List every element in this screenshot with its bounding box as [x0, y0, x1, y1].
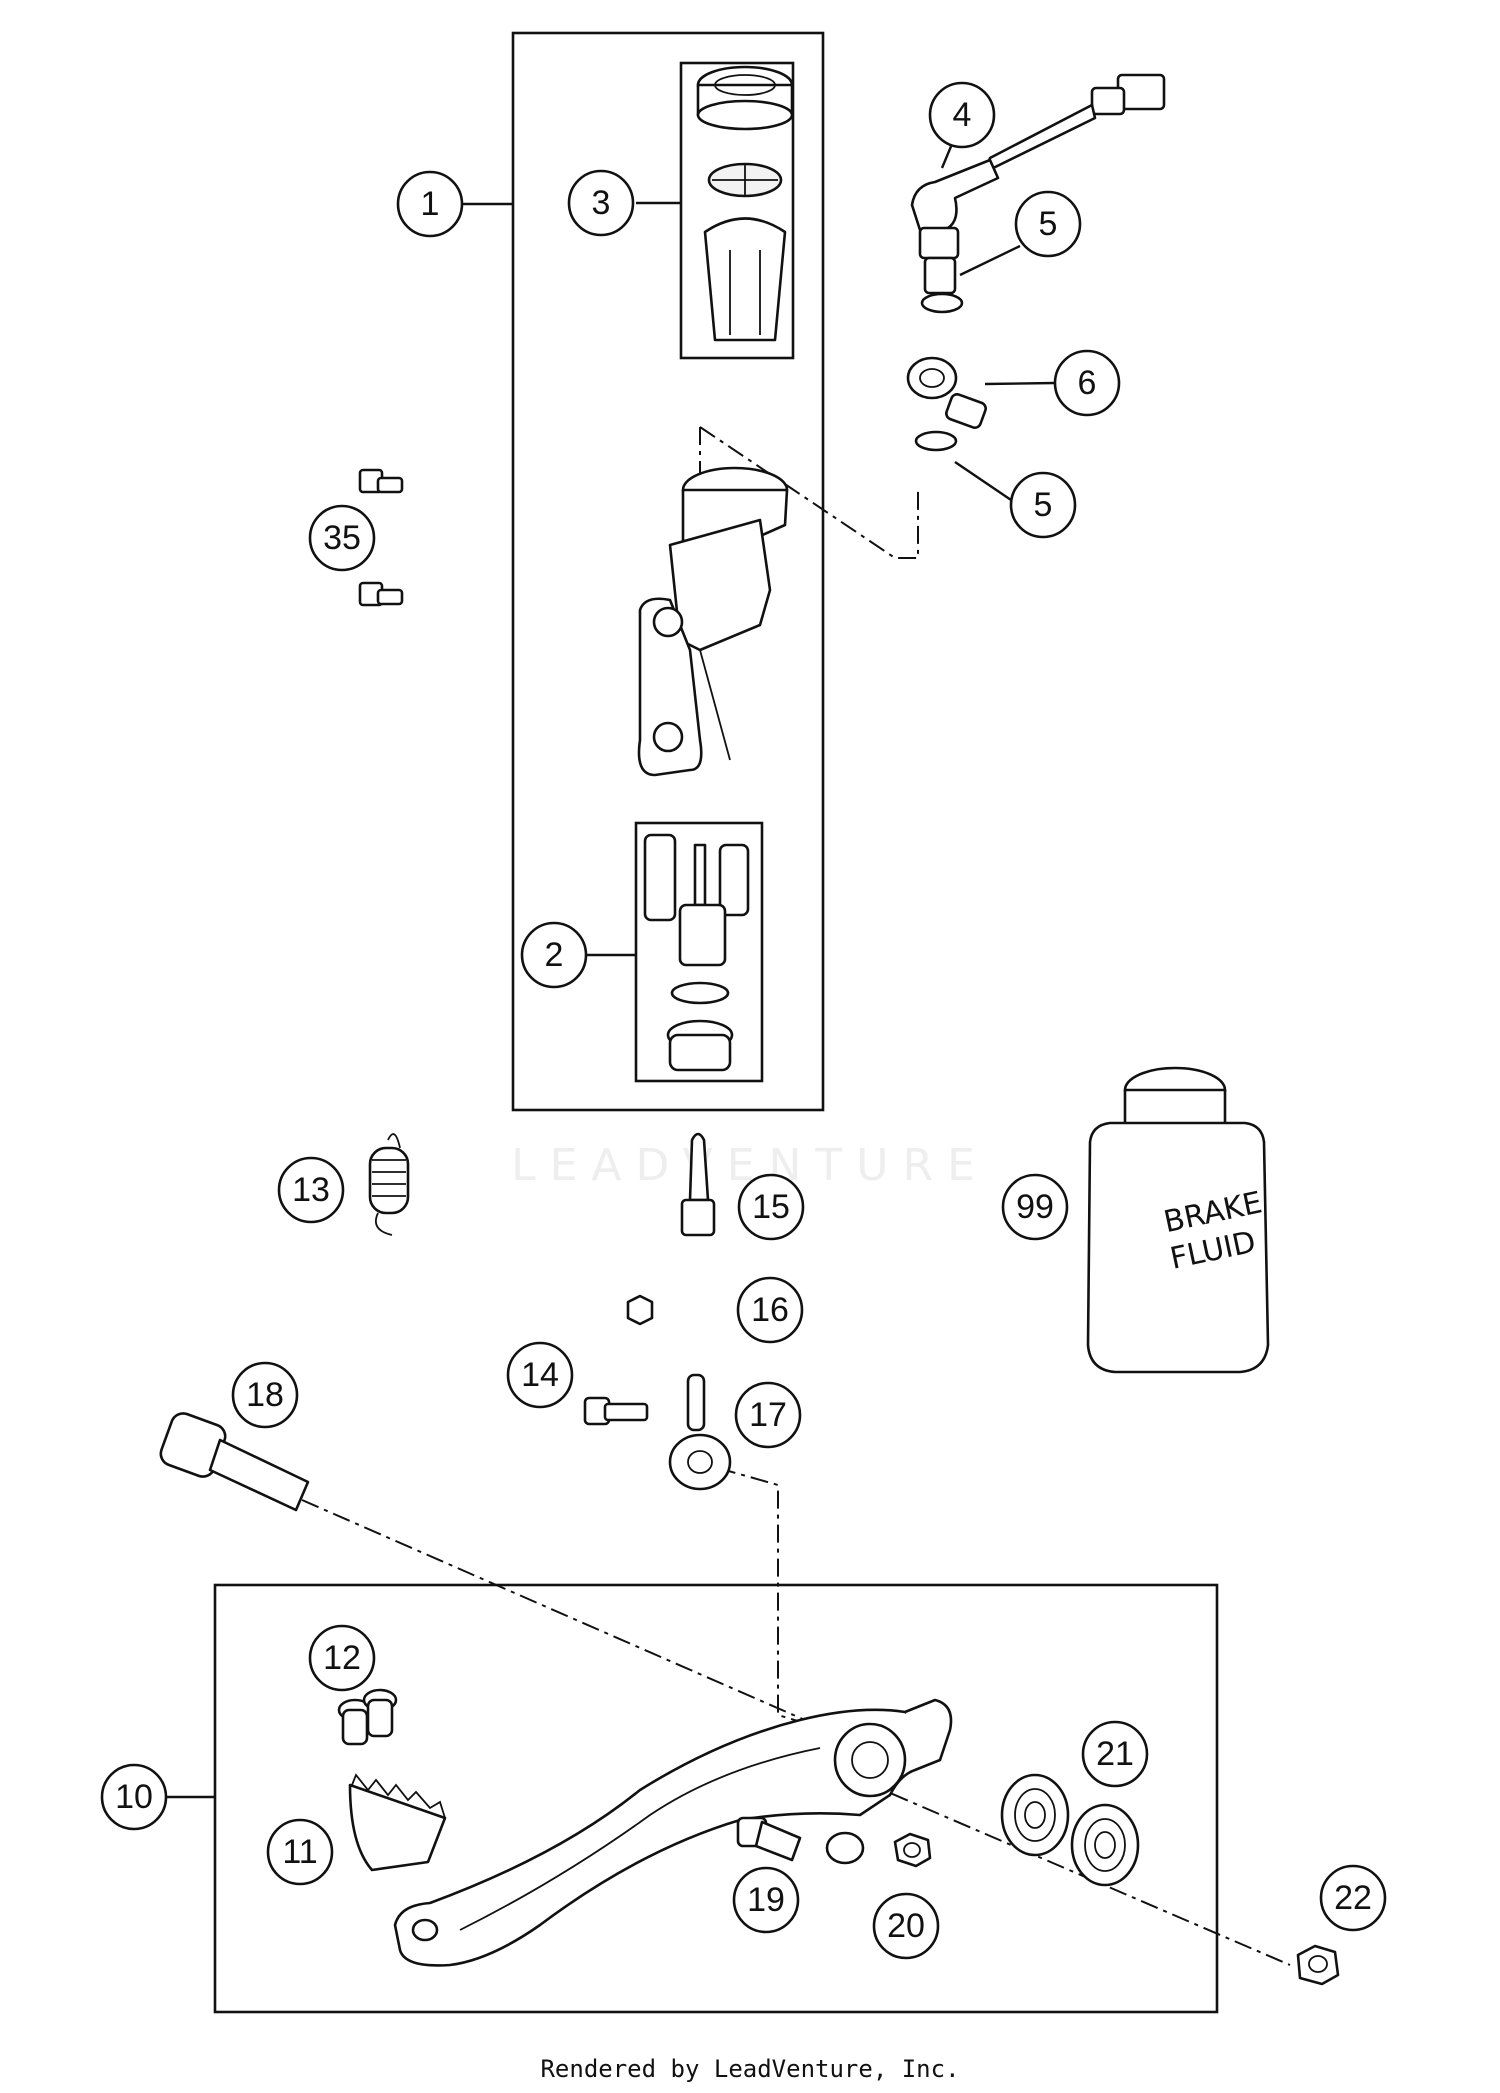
callout-c14: 14 — [506, 1341, 574, 1409]
callout-c17: 17 — [734, 1381, 802, 1449]
sealing-washer-lower-part — [914, 430, 958, 452]
footer-credit: Rendered by LeadVenture, Inc. — [540, 2055, 960, 2083]
svg-text:20: 20 — [887, 1907, 925, 1945]
svg-text:2: 2 — [545, 936, 564, 974]
callout-c13: 13 — [277, 1156, 345, 1224]
rivet-pair-part — [337, 1688, 398, 1746]
subassembly-frame-piston-kit — [634, 821, 764, 1083]
callout-c2: 2 — [520, 921, 588, 989]
callout-c35: 35 — [308, 504, 376, 572]
callout-c4: 4 — [928, 81, 996, 149]
bolt-pair-part — [358, 468, 404, 607]
svg-text:15: 15 — [752, 1188, 790, 1226]
svg-text:99: 99 — [1016, 1188, 1054, 1226]
svg-text:5: 5 — [1034, 486, 1053, 524]
reservoir-cap-kit-part — [696, 65, 794, 342]
callout-c16: 16 — [736, 1276, 804, 1344]
assembly-frame-master-cylinder — [511, 31, 825, 1112]
svg-text:19: 19 — [747, 1881, 785, 1919]
svg-text:14: 14 — [521, 1356, 559, 1394]
return-spring-part — [368, 1133, 410, 1236]
callout-c6: 6 — [1053, 349, 1121, 417]
subassembly-frame-reservoir — [679, 61, 795, 360]
banjo-fitting-part — [906, 356, 987, 429]
callout-c18: 18 — [231, 1361, 299, 1429]
callout-c3: 3 — [567, 169, 635, 237]
flange-nut-part — [1296, 1944, 1340, 1986]
svg-text:13: 13 — [292, 1171, 330, 1209]
push-rod-part — [680, 1132, 716, 1237]
bushing-nut-part — [893, 1832, 932, 1868]
svg-text:17: 17 — [749, 1396, 787, 1434]
callout-c19: 19 — [732, 1866, 800, 1934]
callout-c15: 15 — [737, 1173, 805, 1241]
brake-pedal-lever-part — [393, 1698, 953, 1967]
leader-lines — [164, 119, 1056, 1799]
svg-text:3: 3 — [592, 184, 611, 222]
callout-c12: 12 — [308, 1624, 376, 1692]
callout-c10: 10 — [100, 1763, 168, 1831]
pedal-step-part — [348, 1773, 447, 1872]
callout-c5b: 5 — [1009, 471, 1077, 539]
stop-bolt-part — [736, 1816, 802, 1862]
pivot-bolt-part — [159, 1412, 310, 1512]
bearing-pair-part — [1000, 1773, 1140, 1887]
callout-c20: 20 — [872, 1892, 940, 1960]
svg-text:11: 11 — [282, 1833, 317, 1871]
brake-fluid-can-part: BRAKE FLUID — [1086, 1066, 1270, 1374]
assembly-frame-brake-pedal — [213, 1583, 1219, 2014]
callout-c11: 11 — [266, 1818, 334, 1886]
sealing-washer-upper-part — [920, 292, 964, 314]
svg-text:18: 18 — [246, 1376, 284, 1414]
svg-text:21: 21 — [1096, 1735, 1134, 1773]
fork-head-part — [668, 1373, 732, 1491]
master-cylinder-body-part — [637, 466, 789, 777]
piston-kit-part — [643, 833, 750, 1072]
svg-text:35: 35 — [323, 519, 361, 557]
svg-text:10: 10 — [115, 1778, 153, 1816]
callout-c1: 1 — [396, 170, 464, 238]
svg-text:16: 16 — [751, 1291, 789, 1329]
callout-c21: 21 — [1081, 1720, 1149, 1788]
svg-text:6: 6 — [1078, 364, 1097, 402]
watermark: LEADVENTURE — [511, 1140, 989, 1191]
svg-text:12: 12 — [323, 1639, 361, 1677]
brake-light-switch-part — [910, 73, 1166, 295]
svg-text:4: 4 — [953, 96, 972, 134]
pin-part — [583, 1396, 649, 1426]
svg-text:22: 22 — [1334, 1879, 1372, 1917]
callout-c5a: 5 — [1014, 190, 1082, 258]
callout-c22: 22 — [1319, 1864, 1387, 1932]
svg-text:1: 1 — [421, 185, 440, 223]
svg-text:5: 5 — [1039, 205, 1058, 243]
nut-part — [626, 1294, 654, 1326]
callout-c99: 99 — [1001, 1173, 1069, 1241]
